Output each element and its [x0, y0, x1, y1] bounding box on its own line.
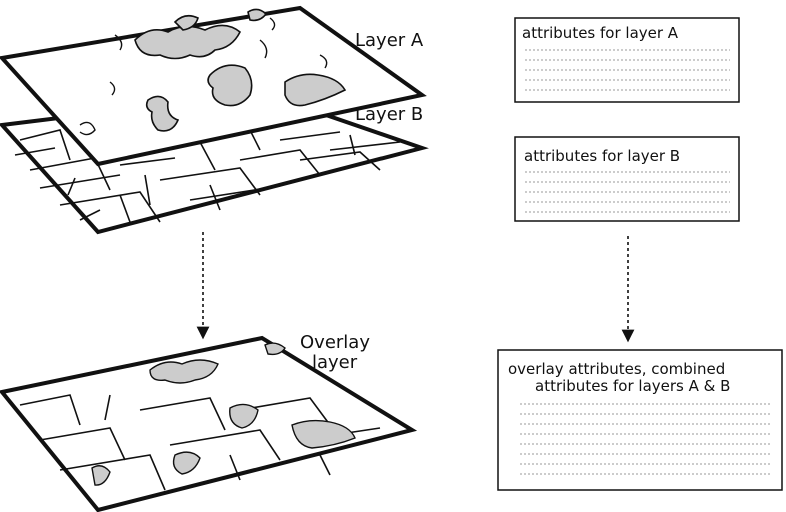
- attributes-box-overlay-lines: [520, 403, 770, 475]
- attributes-box-overlay-frame: [497, 349, 783, 491]
- overlay-layer-map: [0, 335, 418, 512]
- attributes-box-layer-b: attributes for layer B: [514, 136, 740, 222]
- layer-a-contour-lines: [79, 17, 328, 136]
- layer-b-label: Layer B: [355, 104, 423, 125]
- attributes-box-overlay: overlay attributes, combined attributes …: [497, 349, 783, 491]
- overlay-gray-patches: [91, 342, 356, 486]
- attributes-box-b-frame: [514, 136, 740, 222]
- layer-a-map: [0, 5, 427, 167]
- overlay-label-line2: layer: [312, 352, 358, 373]
- layer-b-parcel-lines: [14, 129, 401, 223]
- layer-a-label: Layer A: [355, 30, 424, 51]
- attributes-box-a-title: attributes for layer A: [522, 24, 679, 42]
- overlay-label-line1: Overlay: [300, 332, 370, 353]
- layer-a-gray-patches: [134, 8, 347, 132]
- attributes-box-overlay-line1: overlay attributes, combined: [508, 360, 725, 378]
- attributes-box-layer-a: attributes for layer A: [514, 17, 740, 103]
- attributes-box-b-title: attributes for layer B: [524, 147, 680, 165]
- attributes-box-overlay-line2: attributes for layers A & B: [535, 377, 730, 395]
